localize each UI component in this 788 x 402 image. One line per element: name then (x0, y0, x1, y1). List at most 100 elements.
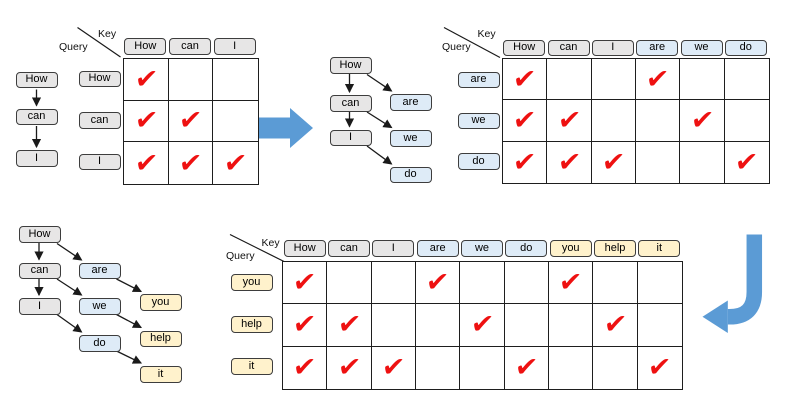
query-axis-label: Query (226, 249, 255, 262)
chain-token: are (389, 94, 432, 111)
query-header: we (457, 112, 500, 129)
matrix-cell: ✔ (168, 100, 214, 143)
key-header: can (169, 38, 211, 55)
query-header: are (457, 71, 500, 88)
chain-token: do (389, 166, 432, 183)
matrix-cell: ✔ (547, 100, 592, 142)
matrix-cell: ✔ (283, 346, 328, 389)
matrix-cell (371, 262, 416, 305)
matrix-cell: ✔ (593, 304, 638, 347)
key-header: I (591, 39, 634, 56)
arrow-are-to-you-icon (116, 278, 143, 293)
matrix-cell (460, 262, 505, 305)
matrix-cell (637, 304, 682, 347)
key-header: are (416, 240, 459, 257)
arrow-do-to-it-icon (116, 350, 143, 364)
matrix-cell (591, 59, 636, 101)
matrix-cell: ✔ (460, 304, 505, 347)
query-header: it (230, 358, 273, 375)
key-header: it (638, 240, 681, 257)
matrix-cell: ✔ (548, 262, 594, 305)
matrix-cell (593, 262, 638, 305)
chain-token: I (15, 150, 58, 167)
matrix-cell: ✔ (169, 142, 214, 184)
query-header: can (78, 112, 121, 129)
matrix-cell: ✔ (503, 100, 548, 142)
chain-token: do (78, 335, 121, 352)
key-header: you (549, 240, 592, 257)
key-header: do (724, 39, 767, 56)
matrix-cell: ✔ (327, 304, 372, 347)
key-header: How (283, 240, 326, 257)
chain-token: are (78, 262, 121, 279)
key-header: How (503, 39, 546, 56)
matrix-cell (636, 141, 681, 183)
query-axis-label: Query (59, 40, 88, 53)
arrow-we-to-help-icon (116, 313, 143, 329)
matrix-cell (416, 346, 461, 389)
matrix-cell (549, 346, 594, 389)
matrix-cell: ✔ (547, 141, 592, 183)
flow-arrow-down-left-icon (727, 234, 763, 325)
matrix-cell: ✔ (283, 304, 328, 347)
matrix-cell: ✔ (372, 346, 416, 389)
chain-token: we (389, 130, 432, 147)
matrix-cell: ✔ (635, 59, 681, 101)
chain-token: help (139, 330, 182, 347)
key-header: I (372, 240, 415, 257)
key-header: are (636, 39, 679, 56)
query-header: do (457, 153, 500, 170)
matrix-cell (415, 304, 461, 347)
key-axis-label: Key (261, 236, 280, 249)
query-axis-label: Query (442, 40, 471, 53)
key-header: we (680, 39, 723, 56)
matrix-cell: ✔ (505, 346, 549, 389)
key-header: we (461, 240, 503, 257)
chain-token: I (329, 129, 372, 146)
matrix-cell (504, 262, 549, 305)
arrow-how-to-are-icon (56, 242, 83, 261)
attention-matrix-step3: ✔ ✔ ✔ ✔ ✔ ✔ ✔ ✔ ✔ ✔ ✔ ✔ (282, 261, 683, 390)
arrow-i-to-do-icon (56, 313, 83, 333)
matrix-cell: ✔ (222, 147, 249, 179)
matrix-cell: ✔ (283, 262, 328, 305)
matrix-cell (637, 262, 682, 305)
attention-matrix-step1: ✔ ✔ ✔ ✔ ✔ ✔ (123, 58, 259, 185)
matrix-cell (680, 141, 725, 183)
matrix-cell: ✔ (415, 262, 461, 305)
chain-token: you (139, 294, 182, 311)
query-header: you (230, 274, 273, 291)
matrix-cell: ✔ (592, 141, 636, 183)
flow-arrow-down-left-head-icon (702, 300, 728, 333)
matrix-cell (213, 101, 258, 143)
matrix-cell: ✔ (680, 100, 725, 142)
key-header: can (328, 240, 370, 257)
matrix-cell (168, 59, 214, 101)
matrix-cell (680, 59, 725, 101)
matrix-cell (213, 59, 258, 101)
chain-token: can (329, 95, 372, 112)
chain-token: I (18, 298, 61, 315)
arrow-how-to-are-icon (366, 73, 393, 92)
chain-token: How (329, 57, 372, 74)
key-header: help (594, 240, 636, 257)
matrix-cell (724, 59, 769, 101)
query-header: help (230, 316, 273, 333)
matrix-cell: ✔ (124, 59, 169, 101)
query-header: I (78, 153, 121, 170)
arrow-can-to-we-icon (56, 278, 83, 296)
matrix-cell (635, 100, 681, 142)
attention-matrix-step2: ✔ ✔ ✔ ✔ ✔ ✔ ✔ ✔ ✔ (502, 58, 770, 184)
key-header: I (213, 38, 256, 55)
matrix-cell (591, 100, 636, 142)
arrow-can-to-we-icon (366, 111, 393, 129)
matrix-cell (504, 304, 549, 347)
key-header: can (547, 39, 590, 56)
matrix-cell: ✔ (124, 100, 169, 143)
matrix-cell: ✔ (327, 346, 372, 389)
chain-token: can (15, 108, 58, 125)
chain-token: it (139, 366, 182, 383)
arrow-i-to-do-icon (366, 145, 393, 165)
matrix-cell: ✔ (733, 146, 760, 178)
